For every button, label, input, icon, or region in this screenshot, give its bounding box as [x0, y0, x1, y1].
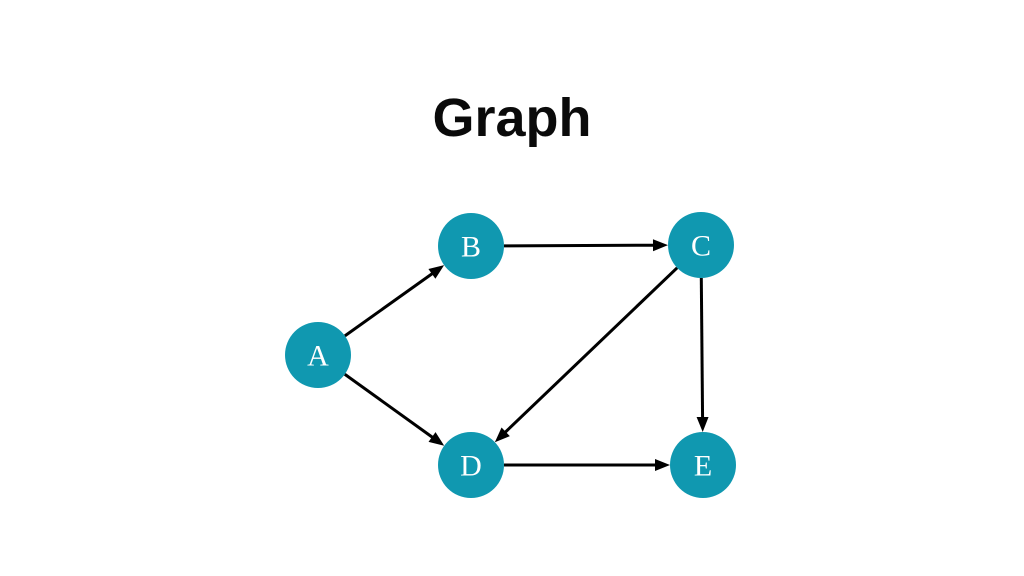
node-label: A [307, 340, 329, 373]
graph-node-c[interactable]: C [668, 212, 734, 278]
graph-node-a[interactable]: A [285, 322, 351, 388]
nodes-layer: A B C D E [285, 212, 736, 498]
page-title: Graph [432, 88, 592, 148]
arrow-head-icon [494, 427, 510, 443]
graph-node-e[interactable]: E [670, 432, 736, 498]
edge-line [343, 373, 436, 440]
edge-line [699, 277, 705, 421]
edge-line [344, 270, 436, 338]
node-label: E [694, 450, 712, 483]
graph-node-d[interactable]: D [438, 432, 504, 498]
graph-node-b[interactable]: B [438, 213, 504, 279]
node-circle[interactable] [438, 432, 504, 498]
arrow-head-icon [696, 416, 709, 433]
edge-line [502, 266, 679, 435]
node-circle[interactable] [438, 213, 504, 279]
graph-edge [696, 277, 709, 433]
graph-edge [494, 266, 679, 443]
graph-edge [344, 265, 445, 338]
node-circle[interactable] [670, 432, 736, 498]
graph-edge [504, 459, 670, 471]
graph-edge [343, 373, 445, 446]
node-label: B [461, 231, 481, 264]
node-label: C [691, 230, 711, 263]
edges-layer [343, 239, 709, 471]
node-label: D [460, 450, 482, 483]
arrow-head-icon [428, 265, 445, 279]
arrow-head-icon [655, 459, 670, 471]
arrow-head-icon [428, 432, 445, 446]
edge-line [503, 243, 657, 248]
graph-edge [503, 239, 669, 252]
node-circle[interactable] [285, 322, 351, 388]
node-circle[interactable] [668, 212, 734, 278]
arrow-head-icon [652, 239, 669, 252]
